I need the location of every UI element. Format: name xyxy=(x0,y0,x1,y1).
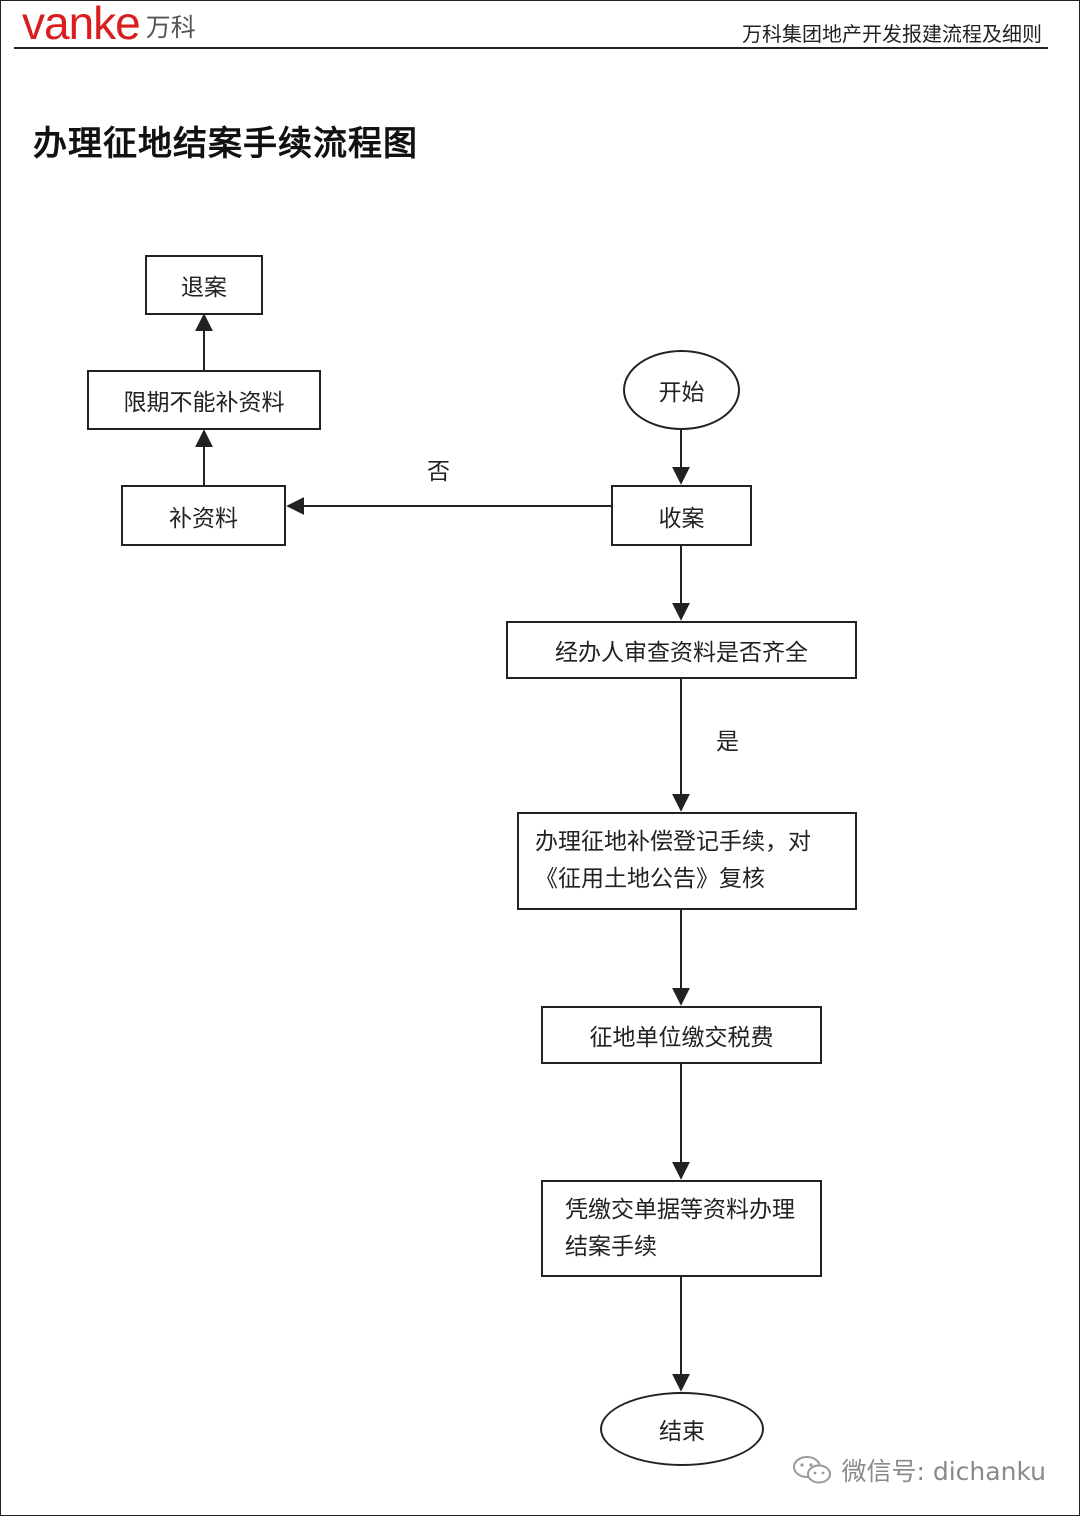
logo-wordmark: vanke xyxy=(22,0,141,49)
document-title: 万科集团地产开发报建流程及细则 xyxy=(742,22,1042,46)
edge-label-no: 否 xyxy=(427,459,450,485)
node-end: 结束 xyxy=(600,1392,764,1466)
node-register: 办理征地补偿登记手续，对《征用土地公告》复核 xyxy=(517,812,857,910)
watermark-text: 微信号: dichanku xyxy=(841,1457,1047,1486)
vanke-logo: vanke 万科 xyxy=(22,0,196,46)
node-close-case: 凭缴交单据等资料办理结案手续 xyxy=(541,1180,822,1277)
node-pay-tax: 征地单位缴交税费 xyxy=(541,1006,822,1064)
wechat-watermark: 微信号: dichanku xyxy=(792,1452,1047,1488)
logo-chinese: 万科 xyxy=(145,13,196,42)
wechat-icon xyxy=(792,1456,831,1484)
node-receive: 收案 xyxy=(611,485,752,546)
node-deadline-fail: 限期不能补资料 xyxy=(87,370,321,430)
page-title: 办理征地结案手续流程图 xyxy=(33,124,418,164)
node-start: 开始 xyxy=(623,350,740,430)
node-withdraw: 退案 xyxy=(145,255,263,315)
header-divider xyxy=(14,47,1048,49)
edge-label-yes: 是 xyxy=(716,729,739,755)
node-supplement: 补资料 xyxy=(121,485,286,546)
node-review: 经办人审查资料是否齐全 xyxy=(506,621,857,679)
